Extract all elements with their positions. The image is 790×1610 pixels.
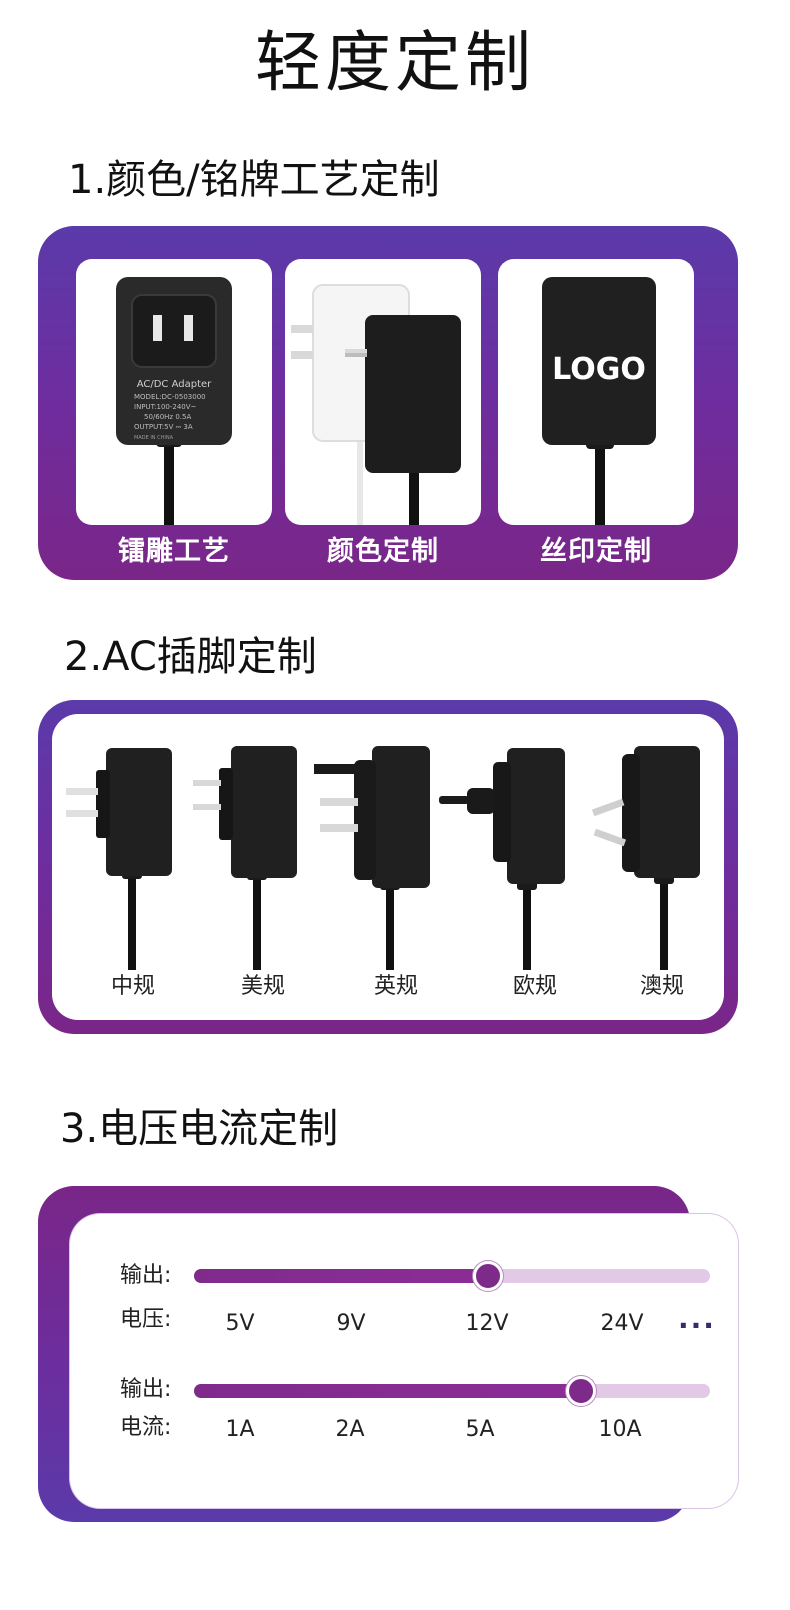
plug-label-eu: 欧规 xyxy=(512,974,557,999)
color-nameplate-panel: AC/DC Adapter MODEL:DC-0503000 INPUT:100… xyxy=(38,226,738,580)
card-laser-engraving[interactable]: AC/DC Adapter MODEL:DC-0503000 INPUT:100… xyxy=(76,259,272,525)
voltage-output-label: 输出: xyxy=(120,1263,172,1288)
voltage-slider-track[interactable] xyxy=(194,1269,710,1283)
ac-plug-card: 中规 美规 英规 欧规 澳规 xyxy=(52,714,724,1020)
voltage-option-5v[interactable]: 5V xyxy=(225,1311,255,1336)
nameplate-line: 50/60Hz 0.5A xyxy=(144,413,191,421)
logo-text: LOGO xyxy=(552,352,646,387)
card-silk-print[interactable]: LOGO xyxy=(498,259,694,525)
card-color-custom[interactable] xyxy=(285,259,481,525)
adapter-logo-icon: LOGO xyxy=(542,277,656,525)
made-in-text: MADE IN CHINA xyxy=(134,435,174,441)
page-title: 轻度定制 xyxy=(255,24,535,101)
plug-us-icon xyxy=(193,746,297,970)
plug-cn-icon xyxy=(66,748,172,970)
nameplate-line: OUTPUT:5V ⎓ 3A xyxy=(134,423,193,431)
plug-eu-icon xyxy=(439,748,565,970)
section2-title: 2.AC插脚定制 xyxy=(64,634,317,680)
more-options-ellipsis: ... xyxy=(678,1302,716,1335)
current-option-5a[interactable]: 5A xyxy=(465,1417,495,1442)
adapter-engraved-icon: AC/DC Adapter MODEL:DC-0503000 INPUT:100… xyxy=(116,277,232,525)
voltage-option-9v[interactable]: 9V xyxy=(336,1311,366,1336)
current-option-2a[interactable]: 2A xyxy=(335,1417,365,1442)
voltage-slider-handle[interactable] xyxy=(473,1261,504,1291)
section1-title: 1.颜色/铭牌工艺定制 xyxy=(68,157,440,203)
plug-label-uk: 英规 xyxy=(373,974,418,999)
caption-silk-print: 丝印定制 xyxy=(540,536,652,567)
caption-color-custom: 颜色定制 xyxy=(327,536,439,567)
plug-au-icon xyxy=(591,746,700,970)
plug-label-us: 美规 xyxy=(240,974,285,999)
current-slider-track[interactable] xyxy=(194,1384,710,1398)
caption-laser-engraving: 镭雕工艺 xyxy=(118,536,230,567)
nameplate-line: MODEL:DC-0503000 xyxy=(134,393,206,401)
ac-plug-panel: 中规 美规 英规 欧规 澳规 xyxy=(38,700,738,1034)
voltage-label: 电压: xyxy=(120,1307,172,1332)
plug-label-au: 澳规 xyxy=(639,974,684,999)
current-slider-handle[interactable] xyxy=(566,1376,596,1406)
section3-title: 3.电压电流定制 xyxy=(60,1106,339,1152)
current-option-10a[interactable]: 10A xyxy=(598,1417,642,1442)
voltage-slider-fill xyxy=(194,1269,489,1283)
nameplate-title: AC/DC Adapter xyxy=(137,379,212,390)
voltage-option-12v[interactable]: 12V xyxy=(465,1311,509,1336)
voltage-current-card: 输出: 电压: 5V 9V 12V 24V ... 输出: 电流: 1A 2A … xyxy=(70,1214,738,1508)
plug-uk-icon xyxy=(314,746,430,970)
adapter-color-variants-icon xyxy=(291,284,461,525)
nameplate-line: INPUT:100-240V~ xyxy=(134,403,197,411)
current-label: 电流: xyxy=(120,1415,172,1440)
voltage-option-24v[interactable]: 24V xyxy=(600,1311,644,1336)
plug-label-cn: 中规 xyxy=(110,974,155,999)
current-output-label: 输出: xyxy=(120,1377,172,1402)
current-option-1a[interactable]: 1A xyxy=(225,1417,255,1442)
current-slider-fill xyxy=(194,1384,581,1398)
